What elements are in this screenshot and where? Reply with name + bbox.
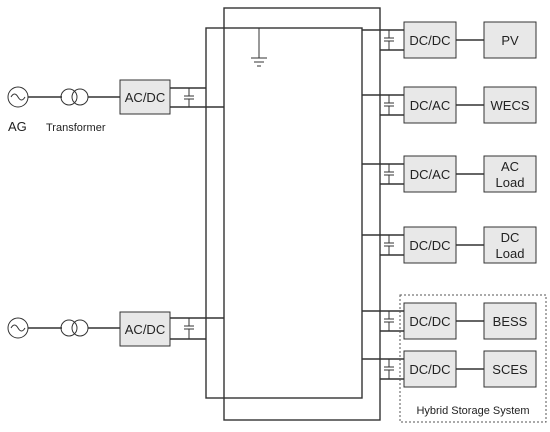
ac-load-converter-box <box>403 155 457 193</box>
ac-load-label-line1: AC <box>501 159 519 174</box>
bess-label: BESS <box>493 314 528 329</box>
dc-load-label-line1: DC <box>501 230 520 245</box>
sces-converter-label: DC/DC <box>409 362 450 377</box>
outer-dc-bus <box>223 7 381 421</box>
ground-icon <box>251 28 267 67</box>
transformer-top-icon <box>60 88 89 106</box>
acdc-top-label: AC/DC <box>125 90 165 105</box>
sces-converter-box <box>403 350 457 388</box>
hybrid-storage-label: Hybrid Storage System <box>416 405 529 417</box>
capacitor-dc-load-icon <box>384 235 394 255</box>
ac-load-converter-label: DC/AC <box>410 167 450 182</box>
wecs-label: WECS <box>491 98 530 113</box>
bess-converter-label: DC/DC <box>409 314 450 329</box>
pv-box <box>483 21 537 59</box>
transformer-label: Transformer <box>46 122 106 134</box>
acdc-bottom-label: AC/DC <box>125 322 165 337</box>
acdc-top-box <box>119 79 171 115</box>
bess-box <box>483 302 537 340</box>
ac-load-box <box>483 155 537 193</box>
pv-converter-box <box>403 21 457 59</box>
ac-load-label-line2: Load <box>496 175 525 190</box>
capacitor-sces-icon <box>384 359 394 379</box>
sces-box <box>483 350 537 388</box>
capacitor-ac-load-icon <box>384 164 394 184</box>
wecs-box <box>483 86 537 124</box>
sces-label: SCES <box>492 362 528 377</box>
bess-converter-box <box>403 302 457 340</box>
transformer-bottom-icon <box>60 319 89 337</box>
inner-dc-bus <box>205 27 363 399</box>
pv-label: PV <box>501 33 519 48</box>
ac-source-top-icon <box>7 86 29 108</box>
wecs-converter-label: DC/AC <box>410 98 450 113</box>
acdc-bottom-box <box>119 311 171 347</box>
capacitor-top-icon <box>184 88 194 107</box>
capacitor-wecs-icon <box>384 95 394 115</box>
dc-load-converter-label: DC/DC <box>409 238 450 253</box>
wecs-converter-box <box>403 86 457 124</box>
ac-source-bottom-icon <box>7 317 29 339</box>
hybrid-storage-frame <box>399 294 547 423</box>
capacitor-pv-icon <box>384 30 394 50</box>
dc-load-box <box>483 226 537 264</box>
capacitor-bottom-icon <box>184 318 194 339</box>
pv-converter-label: DC/DC <box>409 33 450 48</box>
dc-load-converter-box <box>403 226 457 264</box>
dc-load-label-line2: Load <box>496 246 525 261</box>
capacitor-bess-icon <box>384 311 394 331</box>
ag-label: AG <box>8 119 27 134</box>
